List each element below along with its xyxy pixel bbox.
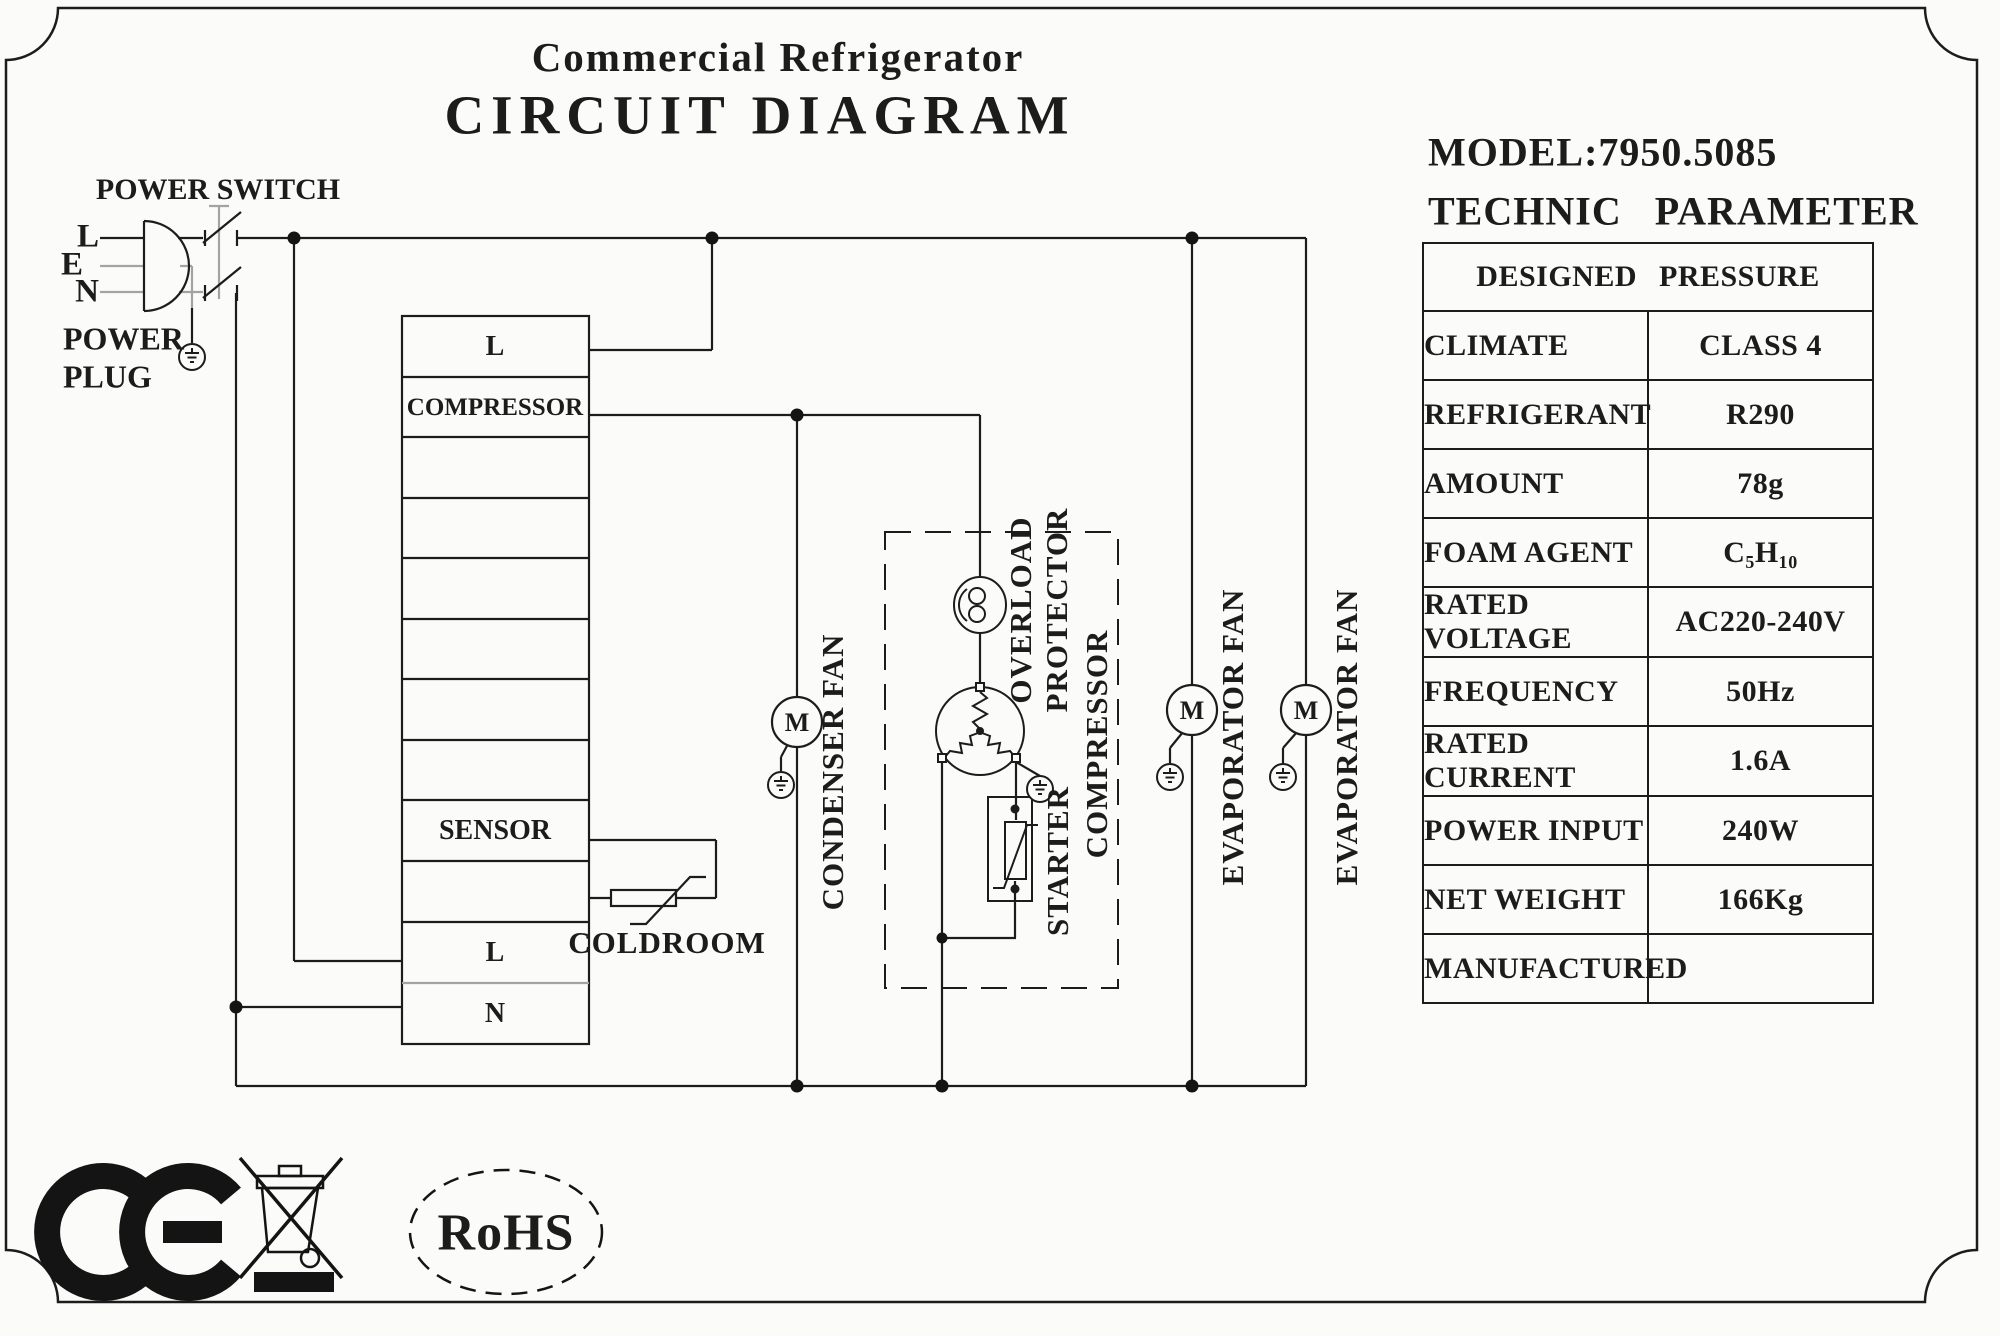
overload-protector-icon <box>953 576 1007 634</box>
rohs-ellipse-icon <box>408 1168 604 1296</box>
block-row-compressor: COMPRESSOR <box>406 394 584 421</box>
param-value: CLASS 4 <box>1647 310 1874 381</box>
evaporator-fan2-motor-letter: M <box>1293 696 1319 725</box>
junction-dots <box>229 231 1199 1093</box>
table-row: MANUFACTURED <box>1422 933 1874 1004</box>
param-label: RATED CURRENT <box>1422 725 1649 797</box>
evaporator-fan2-label: EVAPORATOR FAN <box>1329 588 1364 886</box>
technic-parameter-heading: TECHNIC PARAMETER <box>1428 188 1919 234</box>
param-label: POWER INPUT <box>1422 795 1649 866</box>
param-value: 78g <box>1647 448 1874 519</box>
page-title: Commercial Refrigerator <box>531 34 1025 80</box>
overload-label-line2: PROTECTOR <box>1039 507 1074 713</box>
param-value <box>1647 933 1874 1004</box>
ground-icons <box>178 343 1297 803</box>
condenser-fan-motor-letter: M <box>784 708 810 737</box>
starter-symbol <box>987 796 1038 902</box>
starter-label: STARTER <box>1040 785 1075 937</box>
coldroom-sensor-symbol <box>609 875 706 926</box>
label-frame <box>4 6 1979 1304</box>
param-value: AC220-240V <box>1647 586 1874 658</box>
param-label: REFRIGERANT <box>1422 379 1651 450</box>
param-label: NET WEIGHT <box>1422 864 1649 935</box>
param-value: 166Kg <box>1647 864 1874 935</box>
weee-bin-icon <box>238 1156 344 1292</box>
param-value: 240W <box>1647 795 1874 866</box>
block-row-n: N <box>484 998 506 1029</box>
block-row-l-bottom: L <box>485 937 505 968</box>
param-label: MANUFACTURED <box>1422 933 1687 1004</box>
param-label: FREQUENCY <box>1422 656 1649 727</box>
param-value: 50Hz <box>1647 656 1874 727</box>
param-label: AMOUNT <box>1422 448 1649 519</box>
table-header: DESIGNED PRESSURE <box>1422 242 1874 312</box>
param-label: RATED VOLTAGE <box>1422 586 1649 658</box>
plug-terminal-n: N <box>75 273 99 310</box>
power-plug-label-line2: PLUG <box>63 358 152 395</box>
evaporator-fan1-motor-icon <box>1165 683 1219 737</box>
evaporator-fan1-motor-letter: M <box>1179 696 1205 725</box>
param-value: C₅H₁₀ <box>1647 517 1874 588</box>
param-value: 1.6A <box>1647 725 1874 797</box>
param-value: R290 <box>1647 379 1874 450</box>
power-plug-symbol <box>142 219 191 313</box>
evaporator-fan1-label: EVAPORATOR FAN <box>1215 588 1250 886</box>
ce-mark-icon <box>34 1163 241 1301</box>
power-switch-label: POWER SWITCH <box>95 173 341 206</box>
evaporator-fan2-motor-icon <box>1279 683 1333 737</box>
page-subtitle: CIRCUIT DIAGRAM <box>444 84 1076 146</box>
condenser-fan-motor-icon <box>770 695 824 749</box>
coldroom-label: COLDROOM <box>568 925 766 960</box>
condenser-fan-label: CONDENSER FAN <box>815 633 850 911</box>
overload-label-line1: OVERLOAD <box>1003 516 1038 704</box>
terminal-block <box>400 314 591 1046</box>
block-row-sensor: SENSOR <box>438 815 552 846</box>
compressor-label: COMPRESSOR <box>1079 629 1114 859</box>
param-label: CLIMATE <box>1422 310 1649 381</box>
rohs-label: RoHS <box>437 1204 575 1262</box>
plug-terminal-l: L <box>76 218 100 255</box>
plug-terminal-e: E <box>60 246 84 283</box>
power-switch-symbol[interactable] <box>202 211 242 301</box>
power-plug-label-line1: POWER <box>63 320 184 357</box>
wires <box>100 236 1308 1088</box>
gray-wires <box>100 204 589 985</box>
compressor-motor-icon <box>935 682 1025 776</box>
model-number: MODEL:7950.5085 <box>1428 129 1778 175</box>
compressor-dashed-box <box>884 531 1119 989</box>
block-row-l-top: L <box>485 331 505 362</box>
param-label: FOAM AGENT <box>1422 517 1649 588</box>
